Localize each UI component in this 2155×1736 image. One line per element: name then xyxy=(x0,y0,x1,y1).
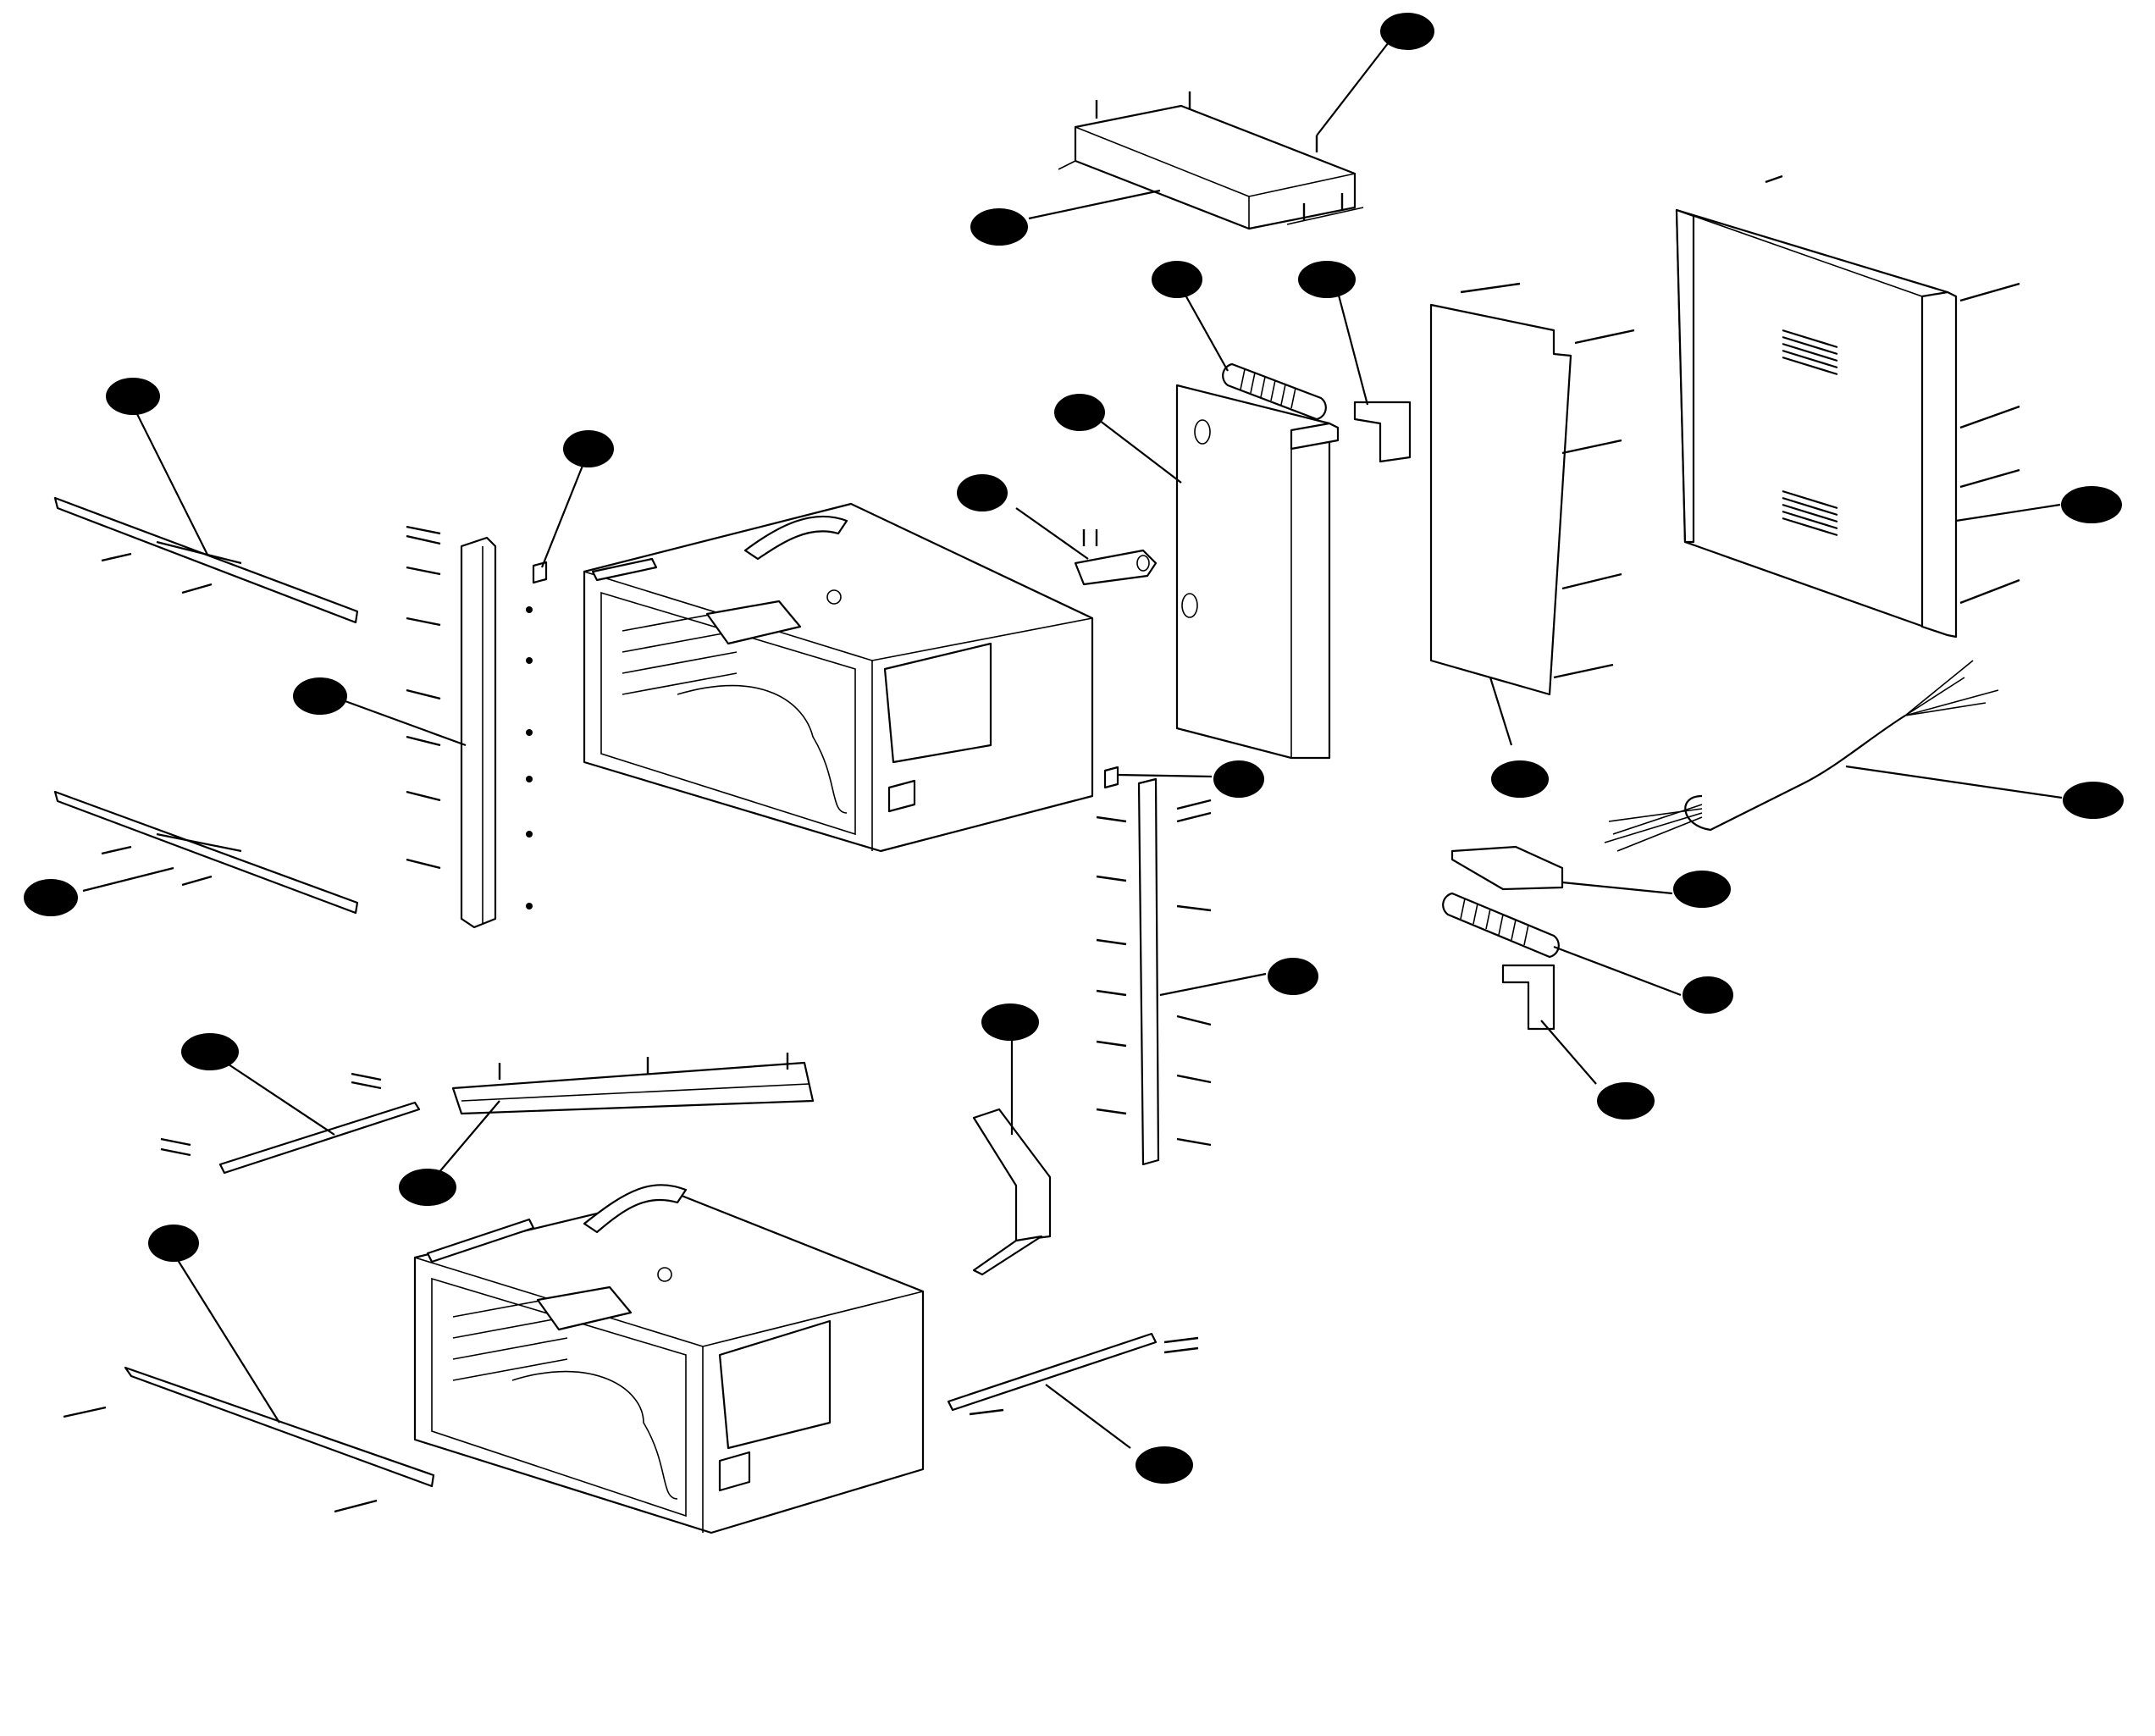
svg-text:14: 14 xyxy=(1688,876,1716,904)
part-15-bracket xyxy=(1450,845,1564,891)
svg-text:18: 18 xyxy=(413,1175,441,1202)
svg-text:17: 17 xyxy=(196,1039,224,1067)
callout-19: 19 xyxy=(1380,13,1434,50)
part-18-front-bar xyxy=(451,1053,815,1115)
part-2-trim-lower xyxy=(53,790,359,915)
part-6-clip xyxy=(1103,766,1119,789)
svg-text:17: 17 xyxy=(1150,1452,1178,1480)
part-16-bracket xyxy=(972,1108,1052,1276)
callout-8: 8 xyxy=(1054,394,1105,431)
svg-text:10: 10 xyxy=(1312,267,1340,295)
callout-17-right: 17 xyxy=(1136,1446,1193,1484)
svg-text:2: 2 xyxy=(44,885,58,913)
part-13-side-panel xyxy=(1675,174,2020,639)
svg-text:19: 19 xyxy=(1393,19,1421,47)
part-1-bottom-strip xyxy=(63,1366,435,1513)
callout-18: 18 xyxy=(399,1169,456,1206)
part-17-rail-left xyxy=(160,1072,421,1175)
svg-text:9: 9 xyxy=(1701,982,1716,1010)
part-9-blower-upper xyxy=(1222,362,1327,421)
svg-text:11: 11 xyxy=(1612,1088,1638,1116)
callouts: 19 16 9 10 8 7 2 5 xyxy=(24,13,2124,1484)
svg-text:13: 13 xyxy=(2079,788,2107,815)
part-10-bracket-lower xyxy=(1501,964,1555,1031)
part-4-rail xyxy=(1096,777,1212,1166)
svg-text:15: 15 xyxy=(996,1009,1024,1037)
callout-12: 16 xyxy=(970,208,1028,246)
svg-text:2: 2 xyxy=(126,384,141,412)
callout-2-upper: 2 xyxy=(106,378,160,415)
part-9-blower-lower xyxy=(1442,892,1560,959)
part-11-panel xyxy=(1429,282,1635,696)
callout-9-lower: 9 xyxy=(1683,976,1733,1014)
svg-text:10: 10 xyxy=(1506,766,1533,794)
leader-lines xyxy=(82,41,2063,1449)
part-8-duct xyxy=(1175,384,1340,760)
callout-9-upper: 9 xyxy=(1152,261,1202,298)
part-2-trim-upper xyxy=(53,496,359,624)
callout-2-lower: 2 xyxy=(24,879,78,916)
callout-3: 3 xyxy=(293,677,347,715)
part-17-rail-right xyxy=(947,1332,1199,1416)
svg-text:8: 8 xyxy=(1073,400,1087,428)
callout-10-upper: 10 xyxy=(1298,261,1356,298)
part-10-bracket-upper xyxy=(1353,401,1412,463)
svg-text:5: 5 xyxy=(582,436,596,464)
vent-grille-lower xyxy=(1782,489,1838,537)
svg-text:12: 12 xyxy=(2077,492,2105,520)
callout-17-left: 17 xyxy=(181,1033,239,1070)
callout-5: 5 xyxy=(563,430,614,467)
svg-text:3: 3 xyxy=(313,683,328,711)
part-14-wire-harness xyxy=(1604,660,1999,852)
callout-11: 10 xyxy=(1491,760,1549,798)
vent-grille-upper xyxy=(1782,329,1838,376)
callout-7: 7 xyxy=(957,474,1008,511)
part-3-rail xyxy=(406,525,533,929)
callout-16: 15 xyxy=(981,1003,1039,1041)
callout-4: 4 xyxy=(1268,958,1318,995)
part-12-top-cover xyxy=(1058,91,1364,230)
svg-text:16: 16 xyxy=(985,214,1013,242)
upper-oven-cavity xyxy=(583,502,1094,853)
callout-6: 6 xyxy=(1213,760,1264,798)
callout-1: 1 xyxy=(148,1225,199,1262)
callout-13: 12 xyxy=(2061,486,2122,523)
svg-text:1: 1 xyxy=(167,1230,181,1258)
part-5-clip xyxy=(532,561,548,584)
part-7-bracket xyxy=(1074,529,1158,586)
callout-15: 14 xyxy=(1673,871,1731,908)
svg-text:7: 7 xyxy=(975,480,990,508)
lower-oven-cavity xyxy=(413,1184,925,1534)
svg-text:9: 9 xyxy=(1170,267,1185,295)
svg-text:4: 4 xyxy=(1286,964,1301,992)
callout-10-lower: 11 xyxy=(1597,1082,1655,1120)
svg-text:6: 6 xyxy=(1232,766,1246,794)
callout-14: 13 xyxy=(2063,782,2124,819)
